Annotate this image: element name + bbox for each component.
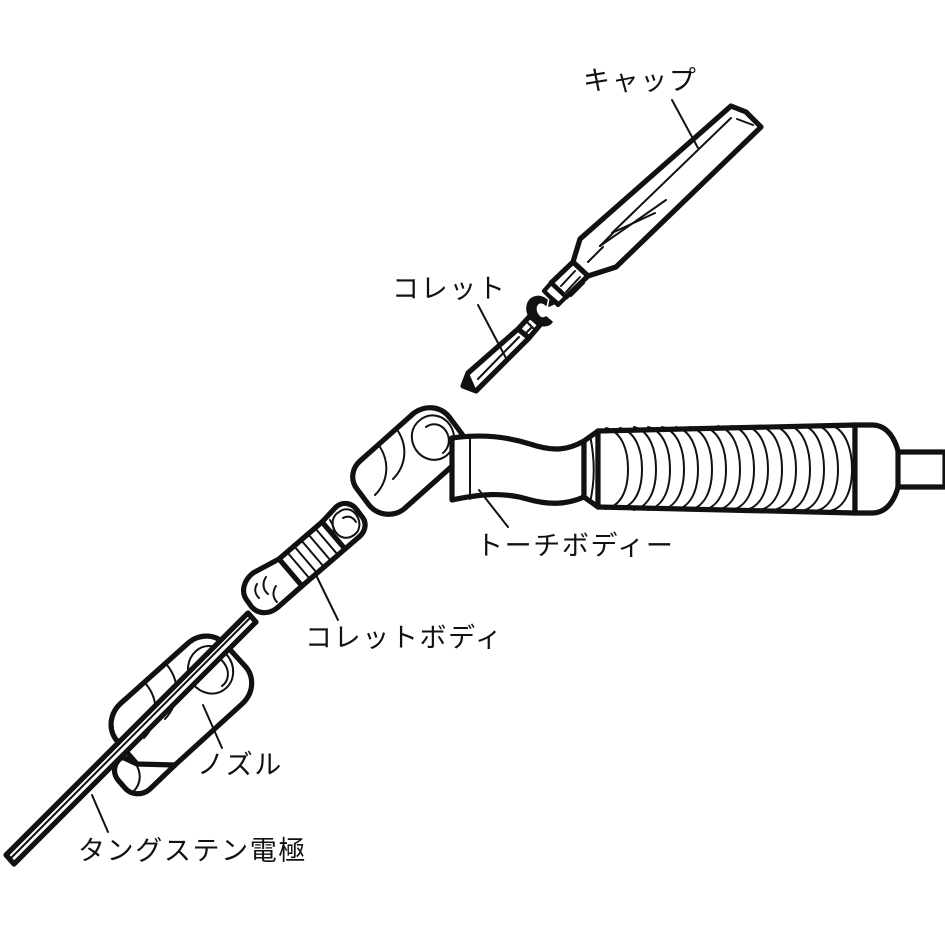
cap-threads [548, 259, 591, 300]
torch-body-coil [595, 422, 858, 516]
leader-cap [671, 99, 699, 149]
part-collet-body [241, 500, 368, 616]
leader-colletbody [314, 572, 339, 621]
leader-lines [91, 99, 699, 833]
part-torch-body [350, 405, 945, 517]
label-tungsten-electrode: タングステン電極 [78, 836, 307, 867]
part-tungsten-electrode [3, 610, 259, 867]
label-collet-body: コレットボディ [305, 623, 504, 654]
label-cap: キャップ [583, 66, 698, 97]
leader-nozzle [202, 704, 223, 749]
label-torch-body: トーチボディー [476, 531, 675, 562]
part-nozzle [108, 633, 255, 797]
leader-torchbody [478, 489, 509, 528]
part-cap [541, 103, 764, 308]
label-nozzle: ノズル [197, 750, 283, 781]
leader-collet [477, 304, 508, 361]
part-collet [460, 313, 543, 394]
leader-electrode [91, 794, 109, 833]
label-collet: コレット [392, 274, 507, 305]
